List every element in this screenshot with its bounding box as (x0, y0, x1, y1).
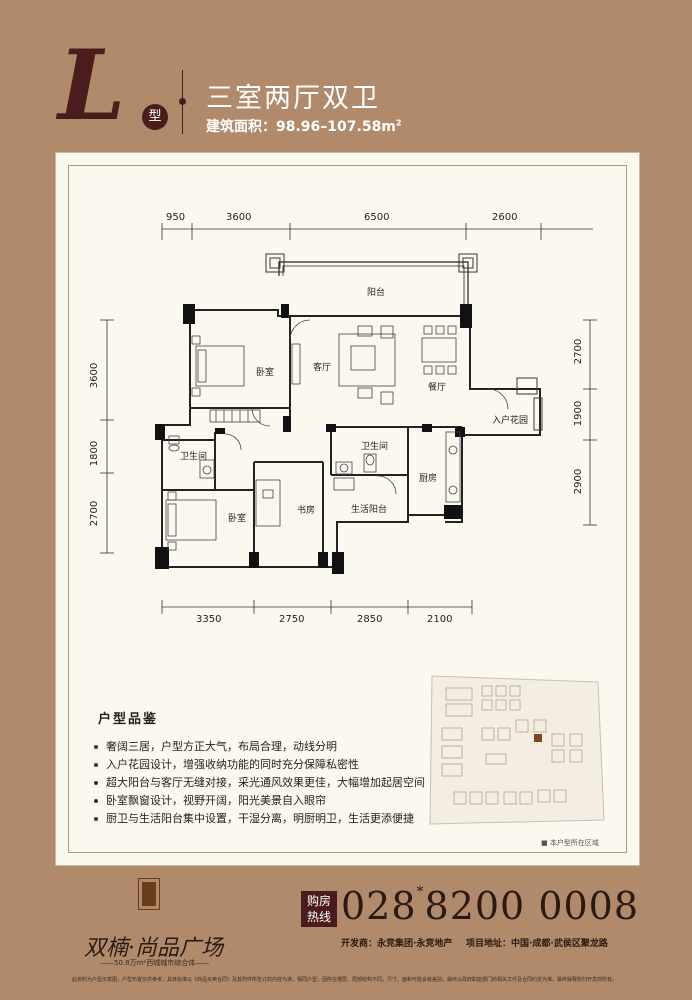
brand-emblem-icon (138, 878, 160, 910)
room-bathroom-2: 卫生间 (361, 442, 389, 452)
feature-item: 卧室飘窗设计，视野开阔，阳光美景自入眼帘 (94, 792, 425, 810)
dim-top-3: 2600 (492, 212, 518, 223)
project-address: 项目地址：中国·成都·武侯区聚龙路 (466, 939, 608, 949)
feature-item: 超大阳台与客厅无缝对接，采光通风效果更佳，大幅增加起居空间 (94, 774, 425, 792)
room-living: 客厅 (313, 363, 332, 373)
feature-text: 入户花园设计，增强收纳功能的同时充分保障私密性 (106, 758, 359, 771)
unit-area: 建筑面积：98.96–107.58m2 (206, 116, 401, 136)
unit-area-text: 建筑面积：98.96–107.58m (206, 119, 396, 135)
current-unit-marker (534, 734, 542, 742)
bullet-icon (94, 781, 98, 785)
phone-prefix: 028 (341, 884, 417, 928)
bed-1 (195, 345, 245, 387)
hotline-badge: 购房 热线 (301, 891, 337, 927)
bullet-icon (94, 763, 98, 767)
bullet-icon (94, 817, 98, 821)
panel-frame (68, 165, 627, 853)
kitchen-counter (445, 431, 461, 503)
brand-tagline: ——50.8万m²西城城市综合体—— (100, 959, 210, 967)
room-study: 书房 (297, 506, 316, 516)
bullet-icon (94, 745, 98, 749)
room-bathroom-1: 卫生间 (180, 452, 208, 462)
features-list: 奢阔三居，户型方正大气，布局合理，动线分明 入户花园设计，增强收纳功能的同时充分… (94, 738, 425, 828)
room-entrance-garden: 入户花园 (492, 416, 529, 426)
furniture (165, 319, 509, 551)
feature-text: 厨卫与生活阳台集中设置，干湿分离，明厨明卫，生活更添便捷 (106, 812, 414, 825)
dim-left-0: 3600 (89, 362, 101, 389)
balcony-pillars (265, 253, 543, 431)
walls (161, 261, 541, 568)
room-bedroom-1: 卧室 (256, 368, 275, 378)
feature-text: 超大阳台与客厅无缝对接，采光通风效果更佳，大幅增加起居空间 (106, 776, 425, 789)
tv-cabinet (291, 343, 301, 385)
phone-number[interactable]: 028*8200 0008 (341, 884, 639, 928)
dim-top-1: 3600 (226, 212, 252, 223)
sofa-set (338, 333, 396, 387)
unit-title: 三室两厅双卫 (206, 83, 380, 114)
features-title: 户型品鉴 (98, 712, 159, 727)
feature-item: 厨卫与生活阳台集中设置，干湿分离，明厨明卫，生活更添便捷 (94, 810, 425, 828)
site-plan-caption-text: 本户型所在区域 (549, 839, 599, 847)
phone-star: * (416, 884, 425, 900)
dim-bottom-1: 2750 (279, 614, 305, 625)
sink-1 (199, 459, 215, 479)
dim-top-2: 6500 (364, 212, 390, 223)
study-desk (255, 479, 281, 527)
feature-text: 奢阔三居，户型方正大气，布局合理，动线分明 (106, 740, 337, 753)
dim-right-1: 1900 (573, 400, 585, 427)
disclaimer: 此资料为户型示意图，户型布置仅供参考，具体标准以《商品买卖合同》及其附件所签订的… (72, 977, 618, 983)
dim-left-2: 2700 (89, 500, 101, 527)
bed-2 (165, 499, 217, 541)
feature-item: 奢阔三居，户型方正大气，布局合理，动线分明 (94, 738, 425, 756)
unit-type-letter: L (58, 29, 126, 142)
dim-bottom-3: 2100 (427, 614, 453, 625)
unit-area-sup: 2 (395, 118, 402, 128)
room-bedroom-2: 卧室 (228, 514, 247, 524)
site-plan-caption: ■ 本户型所在区域 (541, 839, 599, 847)
unit-type-badge: 型 (142, 104, 168, 130)
room-utility-balcony: 生活阳台 (351, 505, 388, 515)
room-kitchen: 厨房 (419, 474, 438, 484)
phone-main: 8200 0008 (424, 884, 640, 928)
washing-machine (333, 477, 355, 491)
feature-text: 卧室飘窗设计，视野开阔，阳光美景自入眼帘 (106, 794, 326, 807)
developer-info: 开发商：永竞集团·永竞地产 (341, 939, 453, 949)
dining-table (421, 337, 457, 363)
dim-left-1: 1800 (89, 440, 101, 467)
hotline-label-2: 热线 (306, 910, 331, 924)
dim-right-2: 2900 (573, 468, 585, 495)
room-balcony: 阳台 (367, 288, 386, 298)
room-dining: 餐厅 (428, 383, 447, 393)
dim-bottom-2: 2850 (357, 614, 383, 625)
bullet-icon (94, 799, 98, 803)
columns (155, 304, 472, 574)
dim-right-0: 2700 (573, 338, 585, 365)
brand-name: 双楠·尚品广场 (84, 936, 223, 961)
dim-bottom-0: 3350 (196, 614, 222, 625)
feature-item: 入户花园设计，增强收纳功能的同时充分保障私密性 (94, 756, 425, 774)
site-plan-map (429, 675, 605, 825)
hotline-label-1: 购房 (306, 894, 331, 908)
title-divider-dot (179, 98, 186, 105)
dim-top-0: 950 (166, 212, 186, 223)
wardrobe-1 (209, 409, 261, 423)
